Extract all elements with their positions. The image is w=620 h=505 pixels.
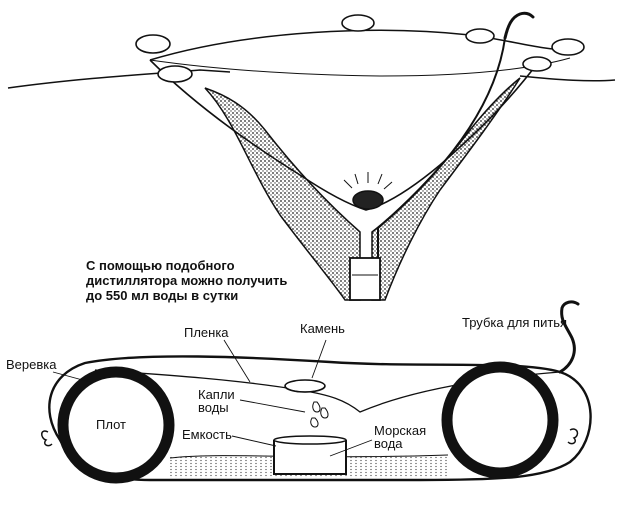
caption-line-1: С помощью подобного — [86, 258, 235, 273]
film-cone — [149, 59, 541, 211]
rim-stone — [135, 34, 171, 54]
raft-container — [273, 440, 347, 475]
label-stone: Камень — [300, 321, 345, 336]
top-tube-run — [377, 37, 506, 268]
raft-container-rim — [273, 435, 347, 445]
label-raft: Плот — [96, 417, 126, 432]
rim-stone — [341, 14, 375, 32]
caption-line-2: дистиллятора можно получить — [86, 273, 288, 288]
film-rim-front — [149, 57, 571, 77]
rim-stone — [522, 56, 552, 72]
label-film: Пленка — [184, 325, 229, 340]
drip-rays — [343, 172, 393, 190]
caption-line-3: до 550 мл воды в сутки — [86, 288, 239, 303]
pit-left-wall — [204, 87, 361, 301]
rope-knot-left — [41, 430, 53, 447]
top-drinking-tube — [503, 11, 535, 40]
right-float-ring — [441, 361, 559, 479]
caption: С помощью подобного дистиллятора можно п… — [86, 258, 306, 303]
label-tube: Трубка для питья — [462, 315, 568, 330]
raft-stone-underside — [284, 385, 326, 393]
sea-water-line — [169, 454, 449, 459]
film-rim — [149, 29, 571, 61]
rim-stone — [465, 28, 495, 44]
label-rope: Веревка — [6, 357, 57, 372]
rim-stone — [157, 65, 193, 83]
leader-lines — [52, 339, 373, 457]
left-float-ring — [57, 366, 175, 484]
label-sea-water: Морская вода — [374, 423, 427, 451]
ground-line-right — [519, 75, 616, 82]
ground-line-left — [7, 69, 231, 89]
center-stone — [352, 190, 384, 210]
rim-stone — [551, 38, 585, 56]
raft-film — [94, 369, 561, 413]
raft-drinking-tube — [558, 300, 580, 374]
water-drops — [310, 401, 329, 428]
pit-right-wall — [371, 77, 521, 301]
pit-container — [349, 257, 381, 301]
raft-still — [41, 300, 592, 484]
label-container: Емкость — [182, 427, 232, 442]
rope-knot-right — [567, 428, 579, 445]
ground-still — [7, 11, 616, 301]
label-drops: Капли воды — [198, 387, 235, 415]
